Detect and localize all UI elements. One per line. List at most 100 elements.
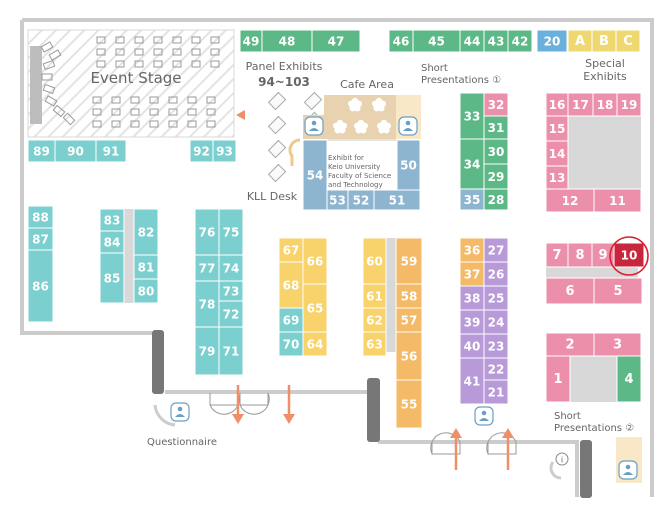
booth-48[interactable]: 48 [261,29,313,53]
booth-40[interactable]: 40 [459,333,485,359]
booth-A[interactable]: A [567,29,593,53]
booth-88[interactable]: 88 [27,205,54,229]
booth-76[interactable]: 76 [194,208,220,256]
booth-6[interactable]: 6 [545,277,595,305]
booth-89[interactable]: 89 [27,139,56,163]
booth-21[interactable]: 21 [483,379,509,405]
booth-47[interactable]: 47 [311,29,361,53]
booth-74[interactable]: 74 [218,254,244,282]
booth-16[interactable]: 16 [545,92,569,117]
booth-50[interactable]: 50 [396,139,421,191]
booth-33[interactable]: 33 [459,92,485,140]
booth-57[interactable]: 57 [395,307,423,333]
booth-43[interactable]: 43 [483,29,509,53]
booth-30[interactable]: 30 [483,138,509,165]
booth-93[interactable]: 93 [212,139,237,163]
info-icon[interactable] [555,452,569,466]
booth-14[interactable]: 14 [545,140,569,167]
booth-13[interactable]: 13 [545,165,569,190]
booth-19[interactable]: 19 [616,92,642,117]
booth-1[interactable]: 1 [545,355,571,403]
booth-62[interactable]: 62 [362,307,387,333]
booth-87[interactable]: 87 [27,227,54,251]
booth-41[interactable]: 41 [459,357,485,405]
booth-52[interactable]: 52 [347,189,375,211]
booth-25[interactable]: 25 [483,285,509,311]
booth-83[interactable]: 83 [99,208,125,232]
booth-92[interactable]: 92 [189,139,214,163]
booth-72[interactable]: 72 [218,300,244,328]
booth-59[interactable]: 59 [395,237,423,285]
booth-56[interactable]: 56 [395,331,423,381]
booth-5[interactable]: 5 [593,277,643,305]
booth-18[interactable]: 18 [592,92,618,117]
booth-53[interactable]: 53 [326,189,349,211]
booth-69[interactable]: 69 [278,307,304,333]
booth-78[interactable]: 78 [194,280,220,328]
booth-C[interactable]: C [615,29,641,53]
booth-67[interactable]: 67 [278,237,304,263]
booth-42[interactable]: 42 [507,29,533,53]
booth-60[interactable]: 60 [362,237,387,285]
booth-86[interactable]: 86 [27,249,54,323]
booth-11[interactable]: 11 [593,188,642,213]
booth-51[interactable]: 51 [373,189,421,211]
booth-75[interactable]: 75 [218,208,244,256]
booth-17[interactable]: 17 [567,92,594,117]
booth-15[interactable]: 15 [545,115,569,142]
booth-82[interactable]: 82 [133,208,159,256]
booth-45[interactable]: 45 [412,29,461,53]
booth-22[interactable]: 22 [483,357,509,381]
booth-31[interactable]: 31 [483,115,509,140]
booth-26[interactable]: 26 [483,261,509,287]
booth-65[interactable]: 65 [302,283,328,333]
booth-91[interactable]: 91 [95,139,127,163]
booth-55[interactable]: 55 [395,379,423,429]
booth-64[interactable]: 64 [302,331,328,357]
booth-28[interactable]: 28 [483,188,509,211]
booth-61[interactable]: 61 [362,283,387,309]
booth-32[interactable]: 32 [483,92,509,117]
event-stage[interactable]: Event Stage [27,29,235,138]
booth-2[interactable]: 2 [545,332,595,357]
booth-36[interactable]: 36 [459,237,485,263]
booth-80[interactable]: 80 [133,278,159,304]
booth-90[interactable]: 90 [54,139,97,163]
booth-37[interactable]: 37 [459,261,485,287]
booth-46[interactable]: 46 [388,29,414,53]
booth-63[interactable]: 63 [362,331,387,357]
booth-79[interactable]: 79 [194,326,220,376]
booth-8[interactable]: 8 [567,242,593,268]
booth-29[interactable]: 29 [483,163,509,190]
booth-71[interactable]: 71 [218,326,244,376]
booth-27[interactable]: 27 [483,237,509,263]
booth-20[interactable]: 20 [536,29,568,53]
booth-38-label: 38 [464,292,481,306]
booth-68[interactable]: 68 [278,261,304,309]
booth-66[interactable]: 66 [302,237,328,285]
booth-54[interactable]: 54 [302,139,328,211]
booth-7[interactable]: 7 [545,242,569,268]
booth-85[interactable]: 85 [99,252,125,304]
booth-73[interactable]: 73 [218,280,244,302]
booth-10[interactable]: 10 [613,242,645,268]
booth-34[interactable]: 34 [459,138,485,190]
booth-49[interactable]: 49 [239,29,263,53]
booth-4[interactable]: 4 [616,355,642,403]
booth-38[interactable]: 38 [459,285,485,311]
booth-35[interactable]: 35 [459,188,485,211]
booth-70[interactable]: 70 [278,331,304,357]
booth-77[interactable]: 77 [194,254,220,282]
booth-3[interactable]: 3 [593,332,642,357]
booth-39[interactable]: 39 [459,309,485,335]
booth-81[interactable]: 81 [133,254,159,280]
booth-24[interactable]: 24 [483,309,509,335]
booth-B[interactable]: B [591,29,617,53]
booth-58[interactable]: 58 [395,283,423,309]
booth-44[interactable]: 44 [459,29,485,53]
keio-exhibit-area[interactable] [321,139,398,193]
cafe-chair-icon [304,116,324,136]
booth-23[interactable]: 23 [483,333,509,359]
booth-84[interactable]: 84 [99,230,125,254]
booth-12[interactable]: 12 [545,188,595,213]
